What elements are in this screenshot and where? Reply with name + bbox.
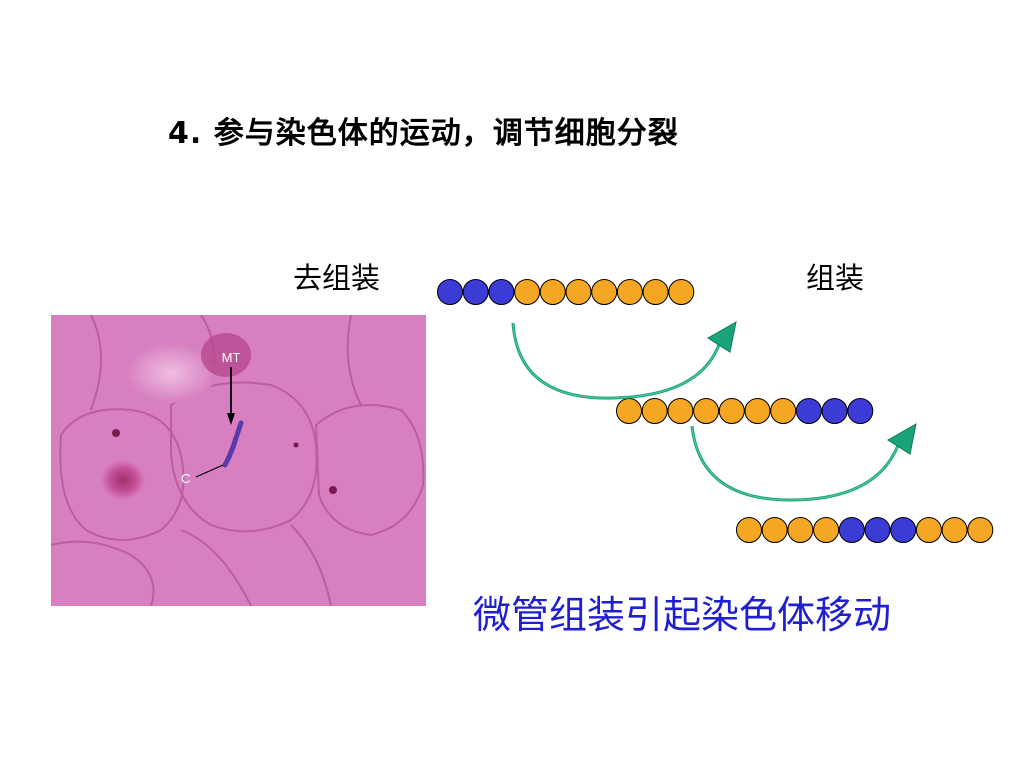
tubulin-subunit-blue [847,398,874,424]
tubulin-subunit-orange [718,398,745,424]
tubulin-subunit-orange [770,398,797,424]
tubulin-subunit-orange [761,517,788,543]
tubulin-subunit-orange [514,279,541,305]
slide-title: 4. 参与染色体的运动，调节细胞分裂 [168,116,679,151]
tubulin-subunit-orange [744,398,771,424]
tubulin-subunit-orange [591,279,618,305]
microtubule-label: MT [222,350,241,365]
tubulin-subunit-blue [437,279,463,305]
tubulin-subunit-orange [616,279,643,305]
tubulin-subunit-orange [641,398,668,424]
tubulin-subunit-orange [915,517,942,543]
tubulin-subunit-orange [967,517,994,543]
tubulin-subunit-orange [941,517,968,543]
lower-transfer-arrow [690,425,902,502]
tubulin-subunit-orange [693,398,720,424]
filament-middle [616,398,874,424]
tubulin-subunit-blue [864,517,891,543]
tubulin-subunit-blue [890,517,917,543]
centromere-label: C [181,471,190,486]
tubulin-subunit-orange [539,279,566,305]
tubulin-subunit-orange [736,517,762,543]
upper-arrow-head [707,321,737,353]
tubulin-subunit-orange [667,398,694,424]
tubulin-subunit-orange [642,279,669,305]
tubulin-subunit-blue [821,398,848,424]
tubulin-subunit-orange [565,279,592,305]
tubulin-subunit-orange [616,398,642,424]
tubulin-subunit-orange [813,517,840,543]
tubulin-subunit-blue [838,517,865,543]
tubulin-subunit-blue [488,279,515,305]
lower-arrow-head [887,423,917,455]
tubulin-subunit-blue [795,398,822,424]
tubulin-subunit-orange [668,279,695,305]
upper-transfer-arrow [511,322,722,400]
tubulin-subunit-blue [462,279,489,305]
disassembly-label: 去组装 [293,261,381,295]
filament-disassembly [437,279,695,305]
filament-assembly [736,517,994,543]
cell-micrograph: MT C [51,315,426,606]
tubulin-subunit-orange [787,517,814,543]
caption: 微管组装引起染色体移动 [473,593,892,637]
assembly-label: 组装 [806,261,865,295]
